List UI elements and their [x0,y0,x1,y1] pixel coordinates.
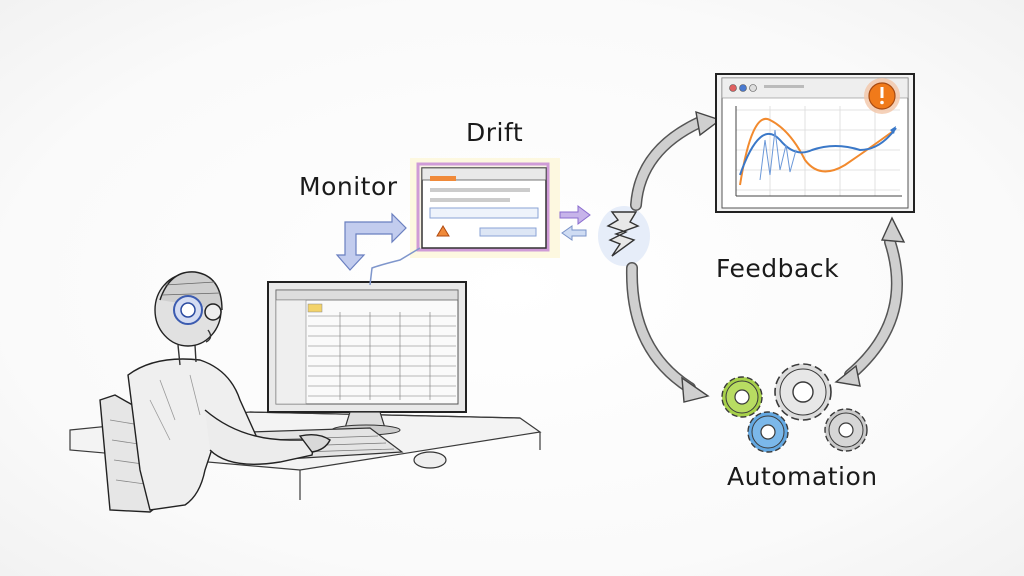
connector-line [369,247,421,286]
chart-line-blue-noisy [759,129,797,181]
cycle-arrows [625,110,906,403]
automation-label: Automation [727,462,878,491]
gears-icon [721,363,868,453]
drift-arrow-right [559,205,591,241]
warning-triangle-icon [436,225,450,237]
mouse [413,451,447,469]
drift-alert-window [410,158,560,258]
chart-line-blue [739,127,897,176]
desktop-monitor [267,281,467,436]
gear-green [721,376,763,418]
gear-grey-small [824,408,868,452]
feedback-label: Feedback [716,254,840,283]
drift-label: Drift [466,118,524,147]
gear-blue [747,411,789,453]
chart-window [715,73,915,213]
monitor-arrow [335,212,407,271]
robot-figure [99,271,331,513]
gear-grey-large [774,363,832,421]
monitor-label: Monitor [299,172,398,201]
connector-icon [598,206,650,266]
monitor-table [308,312,456,400]
chart-line-orange [739,117,893,186]
warning-icon [864,78,900,114]
